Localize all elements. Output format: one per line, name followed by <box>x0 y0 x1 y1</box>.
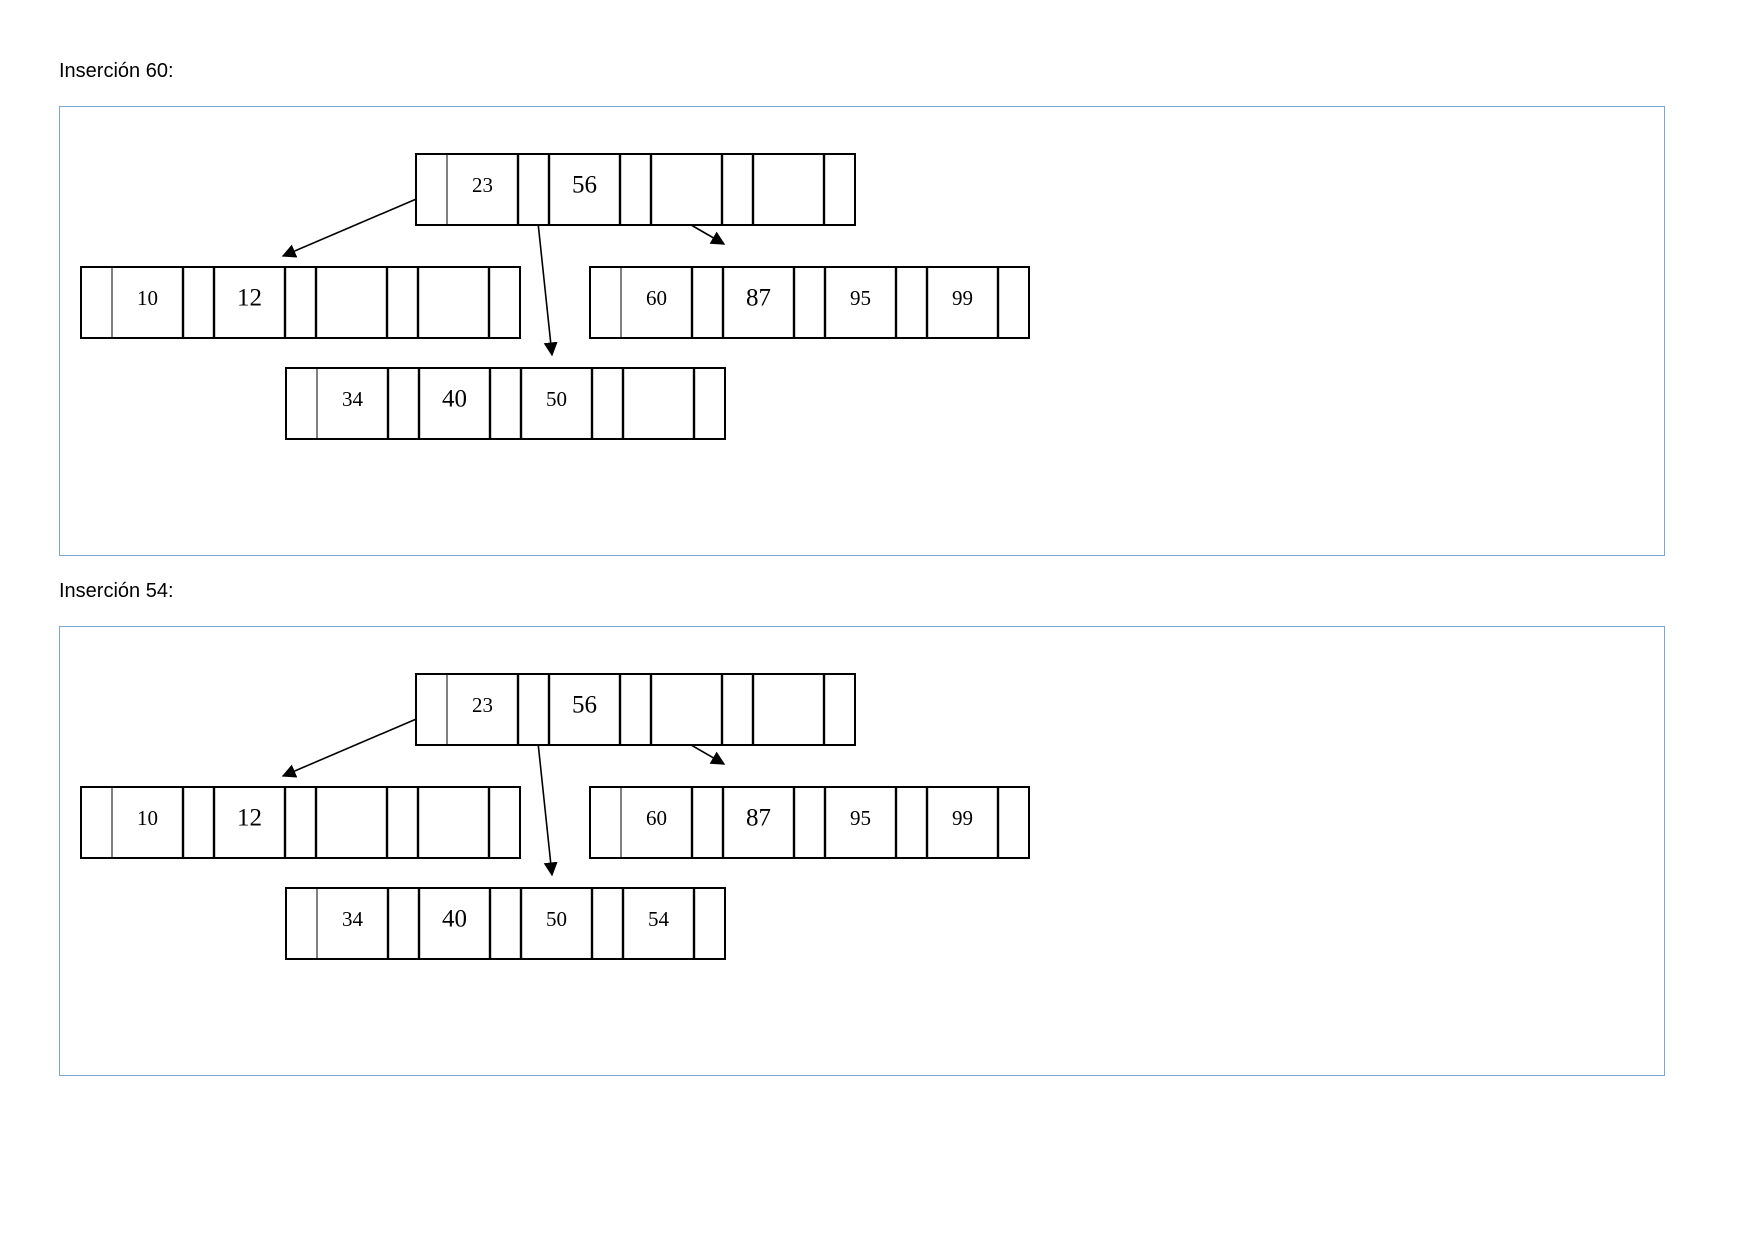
node-key: 99 <box>952 286 973 310</box>
node-key: 56 <box>572 172 597 199</box>
diagram-title: Inserción 60: <box>59 60 174 82</box>
diagram-title: Inserción 54: <box>59 580 174 602</box>
b-tree-node-left: 10 12 <box>80 786 521 859</box>
node-outline <box>285 367 726 440</box>
edge-root-to-left-arrow <box>281 713 429 778</box>
node-key: 60 <box>646 286 667 310</box>
b-tree-node-left: 10 12 <box>80 266 521 339</box>
node-key: 54 <box>648 907 670 931</box>
node-outline <box>415 153 856 226</box>
node-key: 40 <box>442 386 467 413</box>
tree-diagram-frame: 23 56 10 12 60 87 95 99 34 40 50 <box>59 106 1665 556</box>
node-key: 10 <box>137 806 158 830</box>
b-tree-svg: 23 56 10 12 60 87 95 99 34 40 50 <box>80 153 1030 440</box>
node-key: 12 <box>237 285 262 312</box>
node-key: 95 <box>850 806 871 830</box>
node-outline <box>285 887 726 960</box>
node-outline <box>80 266 521 339</box>
node-key: 56 <box>572 692 597 719</box>
node-outline <box>589 786 1030 859</box>
node-key: 12 <box>237 805 262 832</box>
node-key: 40 <box>442 906 467 933</box>
node-key: 23 <box>472 693 493 717</box>
b-tree-node-root: 23 56 <box>415 673 856 746</box>
node-key: 23 <box>472 173 493 197</box>
node-key: 34 <box>342 387 364 411</box>
node-key: 87 <box>746 285 771 312</box>
node-key: 50 <box>546 907 567 931</box>
node-key: 95 <box>850 286 871 310</box>
node-outline <box>80 786 521 859</box>
b-tree-svg: 23 56 10 12 60 87 95 99 34 40 50 54 <box>80 673 1030 960</box>
node-outline <box>589 266 1030 339</box>
node-key: 10 <box>137 286 158 310</box>
tree-diagram-frame: 23 56 10 12 60 87 95 99 34 40 50 54 <box>59 626 1665 1076</box>
b-tree-node-right: 60 87 95 99 <box>589 266 1030 339</box>
node-key: 60 <box>646 806 667 830</box>
b-tree-node-right: 60 87 95 99 <box>589 786 1030 859</box>
b-tree-node-middle: 34 40 50 54 <box>285 887 726 960</box>
node-key: 99 <box>952 806 973 830</box>
node-outline <box>415 673 856 746</box>
node-key: 87 <box>746 805 771 832</box>
edge-root-to-left-arrow <box>281 193 429 258</box>
node-key: 50 <box>546 387 567 411</box>
node-key: 34 <box>342 907 364 931</box>
b-tree-node-root: 23 56 <box>415 153 856 226</box>
b-tree-node-middle: 34 40 50 <box>285 367 726 440</box>
